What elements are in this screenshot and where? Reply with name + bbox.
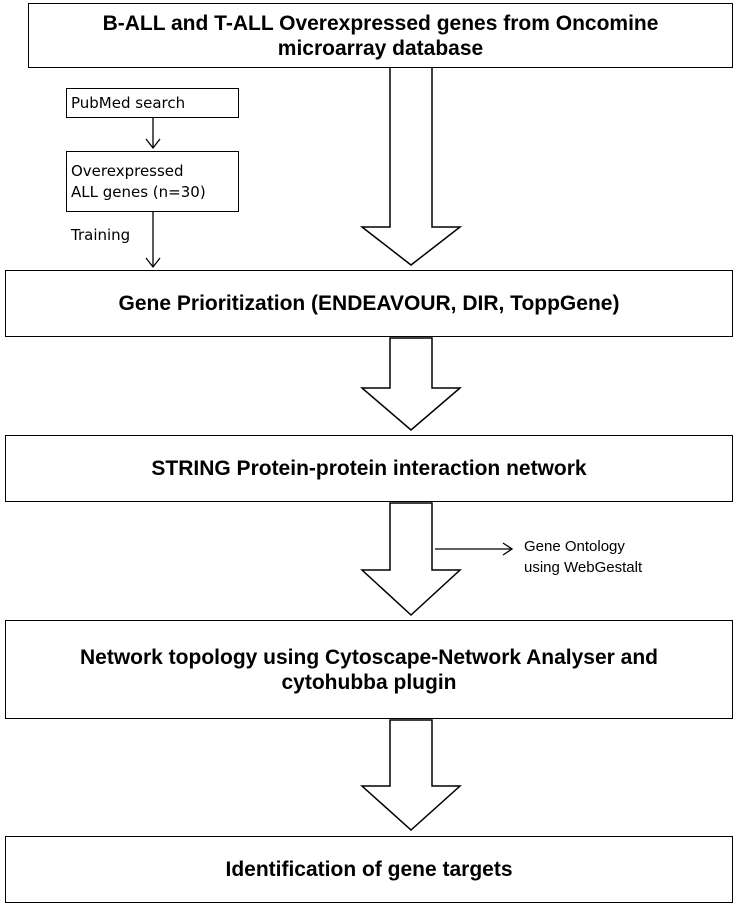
gene-targets-label: Identification of gene targets — [225, 858, 513, 881]
gene-prioritization-label: Gene Prioritization (ENDEAVOUR, DIR, Top… — [118, 292, 620, 315]
overexpressed-genes-box: Overexpressed ALL genes (n=30) — [66, 151, 239, 212]
block-arrow-2 — [359, 337, 463, 431]
pubmed-search-label: PubMed search — [71, 93, 186, 112]
string-network-box: STRING Protein-protein interaction netwo… — [5, 435, 733, 502]
block-arrow-4 — [360, 719, 462, 832]
network-topology-box: Network topology using Cytoscape-Network… — [5, 620, 733, 719]
training-arrowhead — [145, 257, 161, 269]
oncomine-box-line1: B-ALL and T-ALL Overexpressed genes from… — [102, 11, 659, 35]
block-arrow-1 — [359, 66, 463, 266]
network-topology-line2: cytohubba plugin — [281, 670, 457, 694]
gene-ontology-line2: using WebGestalt — [524, 559, 643, 576]
network-topology-line1: Network topology using Cytoscape-Network… — [80, 645, 658, 669]
gene-ontology-arrowhead — [502, 542, 514, 556]
gene-ontology-label: Gene Ontology using WebGestalt — [524, 536, 642, 578]
training-label: Training — [71, 226, 131, 244]
overexpressed-line1: Overexpressed — [71, 161, 184, 180]
pubmed-search-box: PubMed search — [66, 88, 239, 118]
block-arrow-3 — [360, 502, 462, 617]
gene-targets-box: Identification of gene targets — [5, 836, 733, 903]
gene-ontology-line1: Gene Ontology — [524, 538, 625, 555]
pubmed-arrowhead — [145, 138, 161, 150]
overexpressed-line2: ALL genes (n=30) — [71, 182, 206, 201]
oncomine-box-line2: microarray database — [277, 36, 484, 60]
oncomine-box: B-ALL and T-ALL Overexpressed genes from… — [28, 3, 733, 68]
string-network-label: STRING Protein-protein interaction netwo… — [151, 457, 587, 480]
gene-prioritization-box: Gene Prioritization (ENDEAVOUR, DIR, Top… — [5, 270, 733, 337]
